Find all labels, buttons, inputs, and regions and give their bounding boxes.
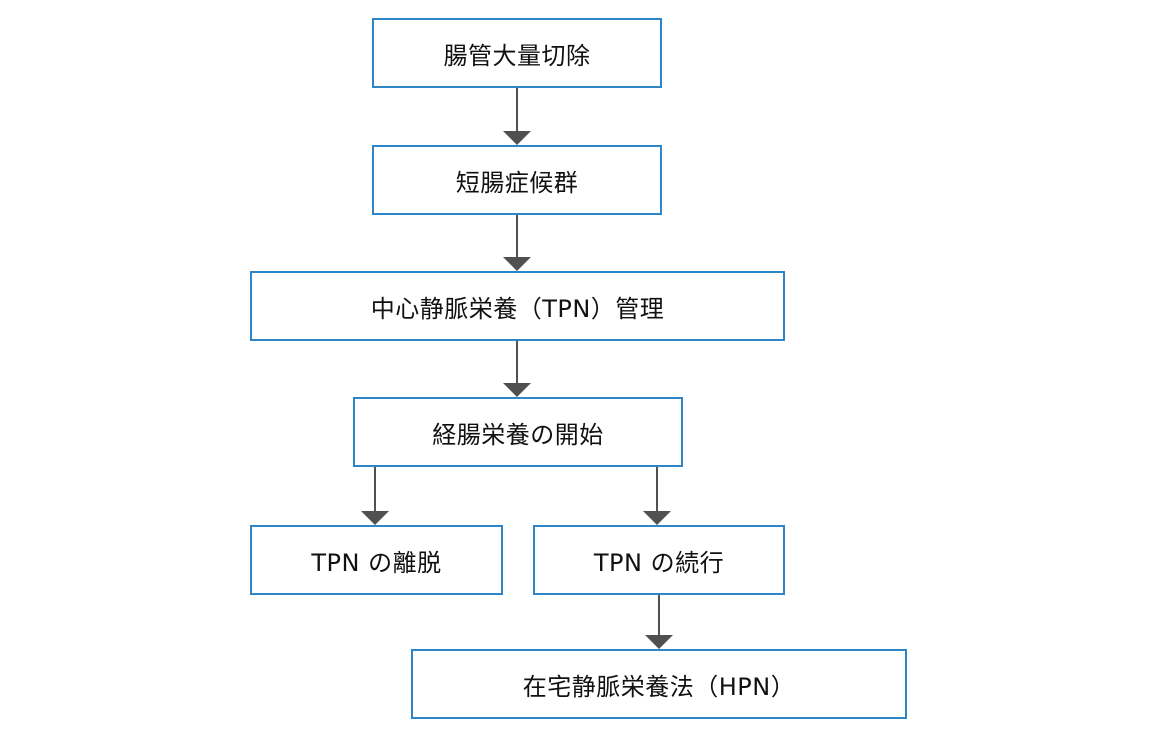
arrowhead-3 xyxy=(503,383,531,397)
node-tpn-management: 中心静脈栄養（TPN）管理 xyxy=(250,271,785,341)
node-label: 経腸栄養の開始 xyxy=(432,420,604,449)
node-label: 中心静脈栄養（TPN）管理 xyxy=(370,294,665,323)
node-tpn-continuation: TPN の続行 xyxy=(533,525,785,595)
node-tpn-weaning: TPN の離脱 xyxy=(250,525,503,595)
node-label: 短腸症候群 xyxy=(455,168,579,197)
arrowhead-6 xyxy=(645,635,673,649)
node-home-parenteral-nutrition: 在宅静脈栄養法（HPN） xyxy=(411,649,907,719)
arrowhead-1 xyxy=(503,131,531,145)
node-label: 在宅静脈栄養法（HPN） xyxy=(522,672,796,701)
arrowhead-5 xyxy=(643,511,671,525)
node-enteral-nutrition-start: 経腸栄養の開始 xyxy=(353,397,683,467)
node-label: TPN の離脱 xyxy=(311,548,442,577)
arrowhead-4 xyxy=(361,511,389,525)
arrowhead-2 xyxy=(503,257,531,271)
node-label: TPN の続行 xyxy=(593,548,725,577)
node-massive-bowel-resection: 腸管大量切除 xyxy=(372,18,662,88)
node-label: 腸管大量切除 xyxy=(443,41,591,70)
node-short-bowel-syndrome: 短腸症候群 xyxy=(372,145,662,215)
